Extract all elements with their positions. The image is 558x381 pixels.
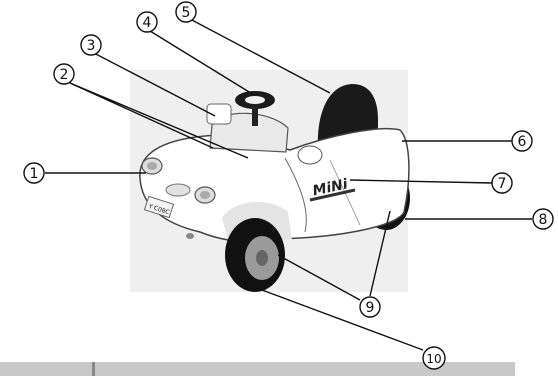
callout-9: 9 [360, 297, 380, 317]
callout-4: 4 [137, 12, 157, 32]
callout-5: 5 [176, 2, 196, 22]
fog-light [186, 233, 194, 239]
callout-2: 2 [54, 64, 74, 84]
bottom-strip-mark [92, 362, 95, 376]
callout-1: 1 [24, 163, 44, 183]
side-mirror [298, 146, 322, 164]
grille [166, 184, 190, 196]
callout-6: 6 [512, 131, 532, 151]
svg-text:7: 7 [498, 176, 507, 192]
front-wheel [225, 218, 285, 292]
svg-text:1: 1 [30, 166, 39, 182]
svg-text:10: 10 [426, 352, 441, 366]
svg-text:6: 6 [518, 134, 527, 150]
svg-text:4: 4 [143, 15, 152, 31]
callout-8: 8 [533, 209, 553, 229]
svg-text:2: 2 [60, 67, 69, 83]
svg-text:9: 9 [366, 300, 375, 316]
callout-3: 3 [81, 35, 101, 55]
callout-10: 10 [423, 347, 445, 369]
svg-text:5: 5 [182, 5, 191, 21]
svg-text:8: 8 [539, 212, 548, 228]
svg-text:3: 3 [87, 38, 96, 54]
callout-7: 7 [492, 173, 512, 193]
